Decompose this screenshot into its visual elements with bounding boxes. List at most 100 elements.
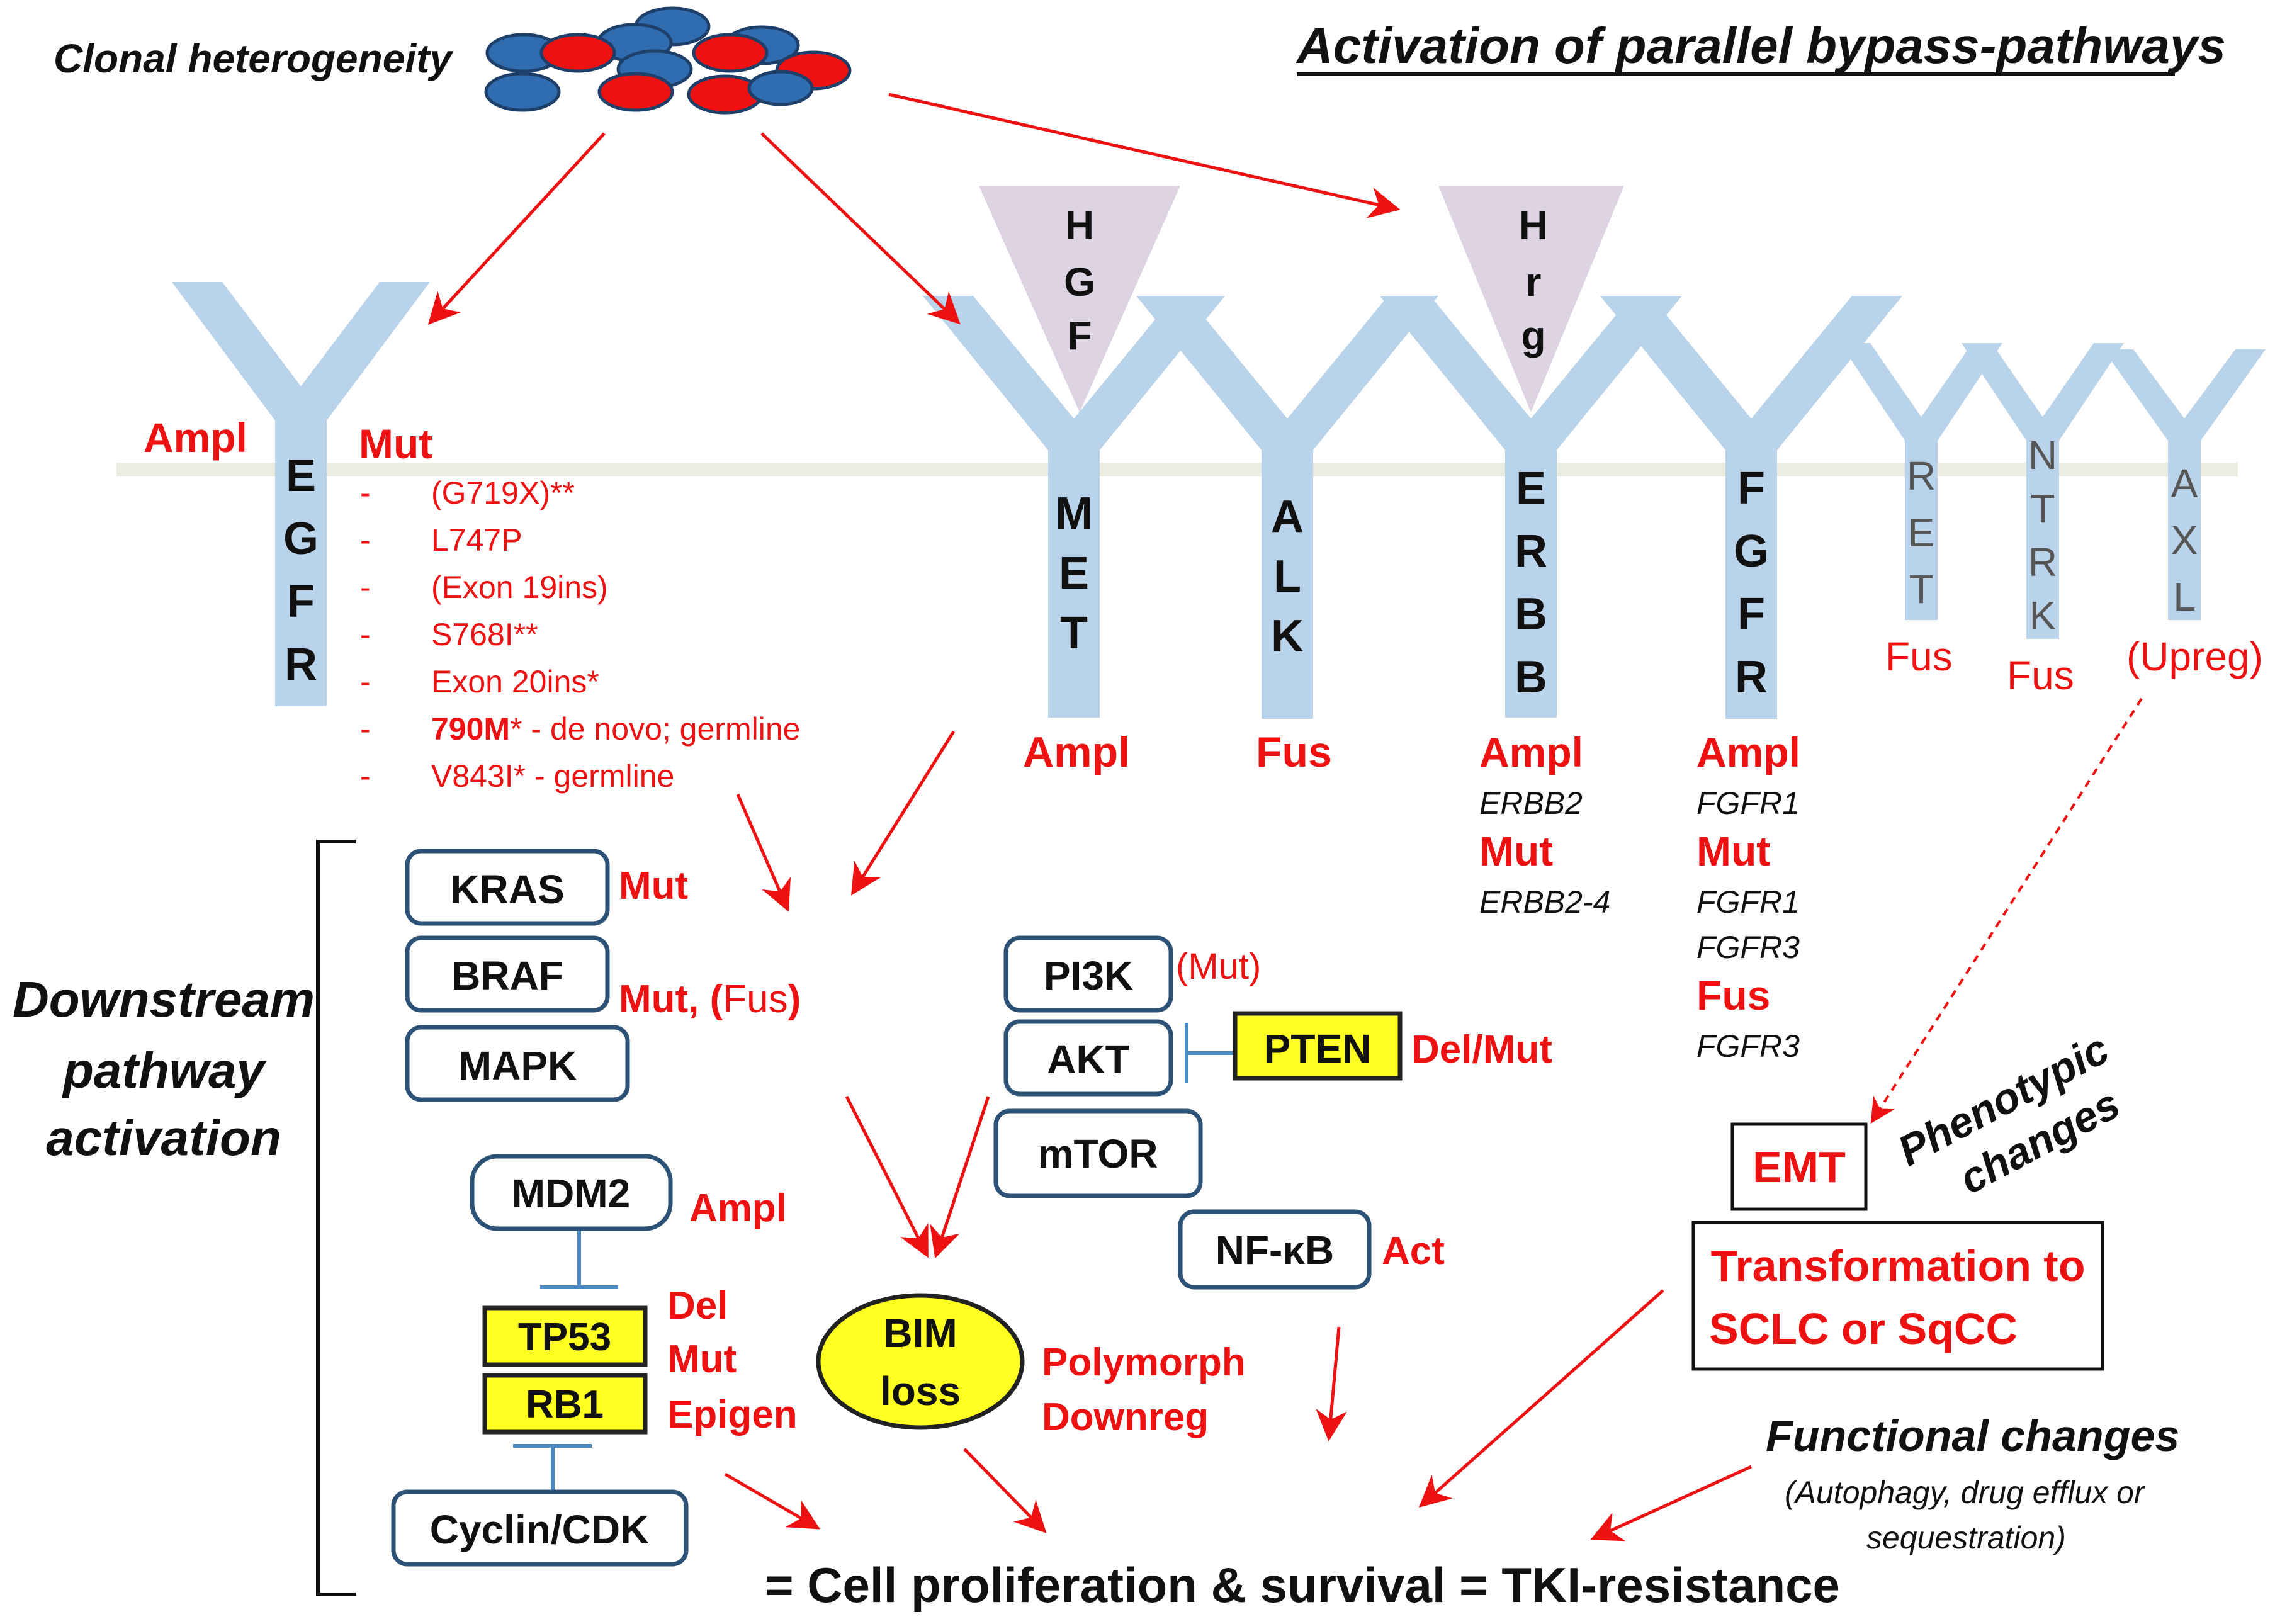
hrg-ligand-label: H r g [1519,203,1548,358]
egfr-receptor-letter: F [287,577,315,627]
met-receptor-stem [1048,431,1100,718]
ret-receptor-letter: R [1907,453,1936,499]
erbb-alteration-label: Ampl [1479,729,1583,775]
cyclin-cdk-box [391,1489,689,1567]
axl-receptor-letter: A [2171,461,2198,506]
mtor-label: mTOR [1038,1131,1158,1176]
erbb-receptor-letter: R [1515,526,1547,577]
bypass-pathways-title: Activation of parallel bypass-pathways [1296,18,2226,74]
egfr-mutation-text: * - de novo; germline [510,711,800,747]
hrg-ligand [1438,186,1624,412]
fgfr-receptor-stem [1725,431,1777,719]
arrow-transformation-to-result [1418,1289,1664,1508]
egfr-mutation-dash: - [360,664,371,699]
egfr-receptor-letter: E [286,451,316,501]
egfr-mutation-dash: - [360,617,371,652]
transformation-box [1691,1221,2104,1371]
arrow-clones-to-met [760,132,961,325]
bim-loss-ellipse [816,1293,1025,1430]
alteration-label: Epigen [667,1393,798,1436]
nfkb-act-label: Act [1382,1229,1445,1273]
mdm2-ampl-label: Ampl [689,1187,787,1230]
bim-downreg-label: Downreg [1042,1396,1209,1439]
fgfr-gene-label: FGFR3 [1696,1029,1800,1064]
downstream-label-line: pathway [62,1042,267,1098]
rb1-label: RB1 [526,1383,604,1426]
akt-box [1003,1019,1173,1097]
fgfr-receptor-letter: F [1737,463,1765,514]
arrow-bim-to-result [963,1448,1047,1533]
nfkb-label: NF-κB [1216,1227,1335,1273]
kras-mut-label: Mut [619,864,688,908]
braf-fus-text: Fus [723,978,788,1021]
fgfr-alteration-label: Mut [1696,828,1770,874]
axl-upreg-label: (Upreg) [2126,634,2263,679]
arrow-met-to-downstream [851,730,956,896]
ret-fus-label: Fus [1885,634,1953,679]
egfr-mut-label: Mut [359,420,432,467]
mtor-box [993,1108,1203,1198]
ntrk-receptor-letter: T [2030,486,2055,531]
alteration-label: Del [667,1284,728,1328]
fgfr-receptor-letter: R [1735,652,1768,702]
fgfr-receptor: FGFR [1600,296,1902,719]
arrow-tp53-to-result [724,1472,820,1530]
egfr-mutation-text: V843I* - germline [431,758,674,794]
hgf-ligand [979,186,1180,412]
ntrk-receptor-stem [2026,422,2059,639]
ligand-letter: H [1519,203,1548,248]
ntrk-receptor-right-arm [2026,343,2124,441]
ret-receptor-letter: T [1909,567,1933,612]
met-receptor-left-arm [923,296,1100,450]
egfr-mutation: (Exon 19ins) [431,570,608,605]
ret-receptor-letter: E [1908,510,1935,555]
erbb-alteration-label: Mut [1479,828,1553,874]
met-ampl-label: Ampl [1023,728,1130,776]
phenotypic-changes-label: Phenotypic changes [1890,1025,2128,1204]
fgfr-gene-label: FGFR3 [1696,930,1800,965]
ret-receptor-left-arm [1840,343,1938,441]
ret-receptor: RET [1840,343,2002,620]
tumor-cell-resistant [539,33,616,73]
functional-changes-title: Functional changes [1766,1411,2179,1460]
hgf-ligand-label: H G F [1064,203,1095,358]
axl-receptor-letter: L [2173,574,2196,619]
ligand-letter: r [1526,259,1542,305]
erbb-gene-label: ERBB2 [1479,786,1583,821]
emt-label: EMT [1753,1142,1846,1192]
erbb-receptor-letter: B [1515,589,1547,640]
ligand-letter: G [1064,259,1095,305]
fgfr-receptor-letter: G [1734,526,1769,577]
cyclin-cdk-label: Cyclin/CDK [430,1507,650,1552]
egfr-receptor-left-arm [172,282,327,420]
axl-receptor-left-arm [2103,349,2201,441]
akt-label: AKT [1047,1037,1130,1082]
braf-box [405,935,610,1013]
mapk-box [405,1025,630,1102]
fgfr-alteration-label: Ampl [1696,729,1800,775]
ntrk-receptor-letter: K [2029,593,2057,638]
pi3k-mut-label: (Mut) [1176,946,1261,987]
egfr-mutation-list: -(G719X)**-L747P-(Exon 19ins)-S768I**-Ex… [360,475,800,794]
nfkb-box [1178,1209,1372,1290]
pi3k-box [1003,935,1173,1013]
egfr-mutation-text: S768I** [431,617,538,652]
axl-receptor-letter: X [2171,517,2198,563]
clonal-cell-cluster [484,6,852,115]
arrow-egfr-to-downstream [736,794,791,912]
axl-receptor-right-arm [2168,349,2266,441]
egfr-mutation-dash: - [360,522,371,558]
egfr-mutation-text: Exon 20ins* [431,664,599,699]
ligand-letter: g [1521,313,1545,358]
arrow-clones-to-erbb [888,93,1401,218]
met-receptor-letter: T [1060,608,1088,658]
arrow-akt-to-bim [930,1096,990,1259]
erbb-receptor-left-arm [1380,296,1557,450]
egfr-mutation-text: (G719X)** [431,475,575,510]
pi3k-label: PI3K [1044,953,1133,998]
